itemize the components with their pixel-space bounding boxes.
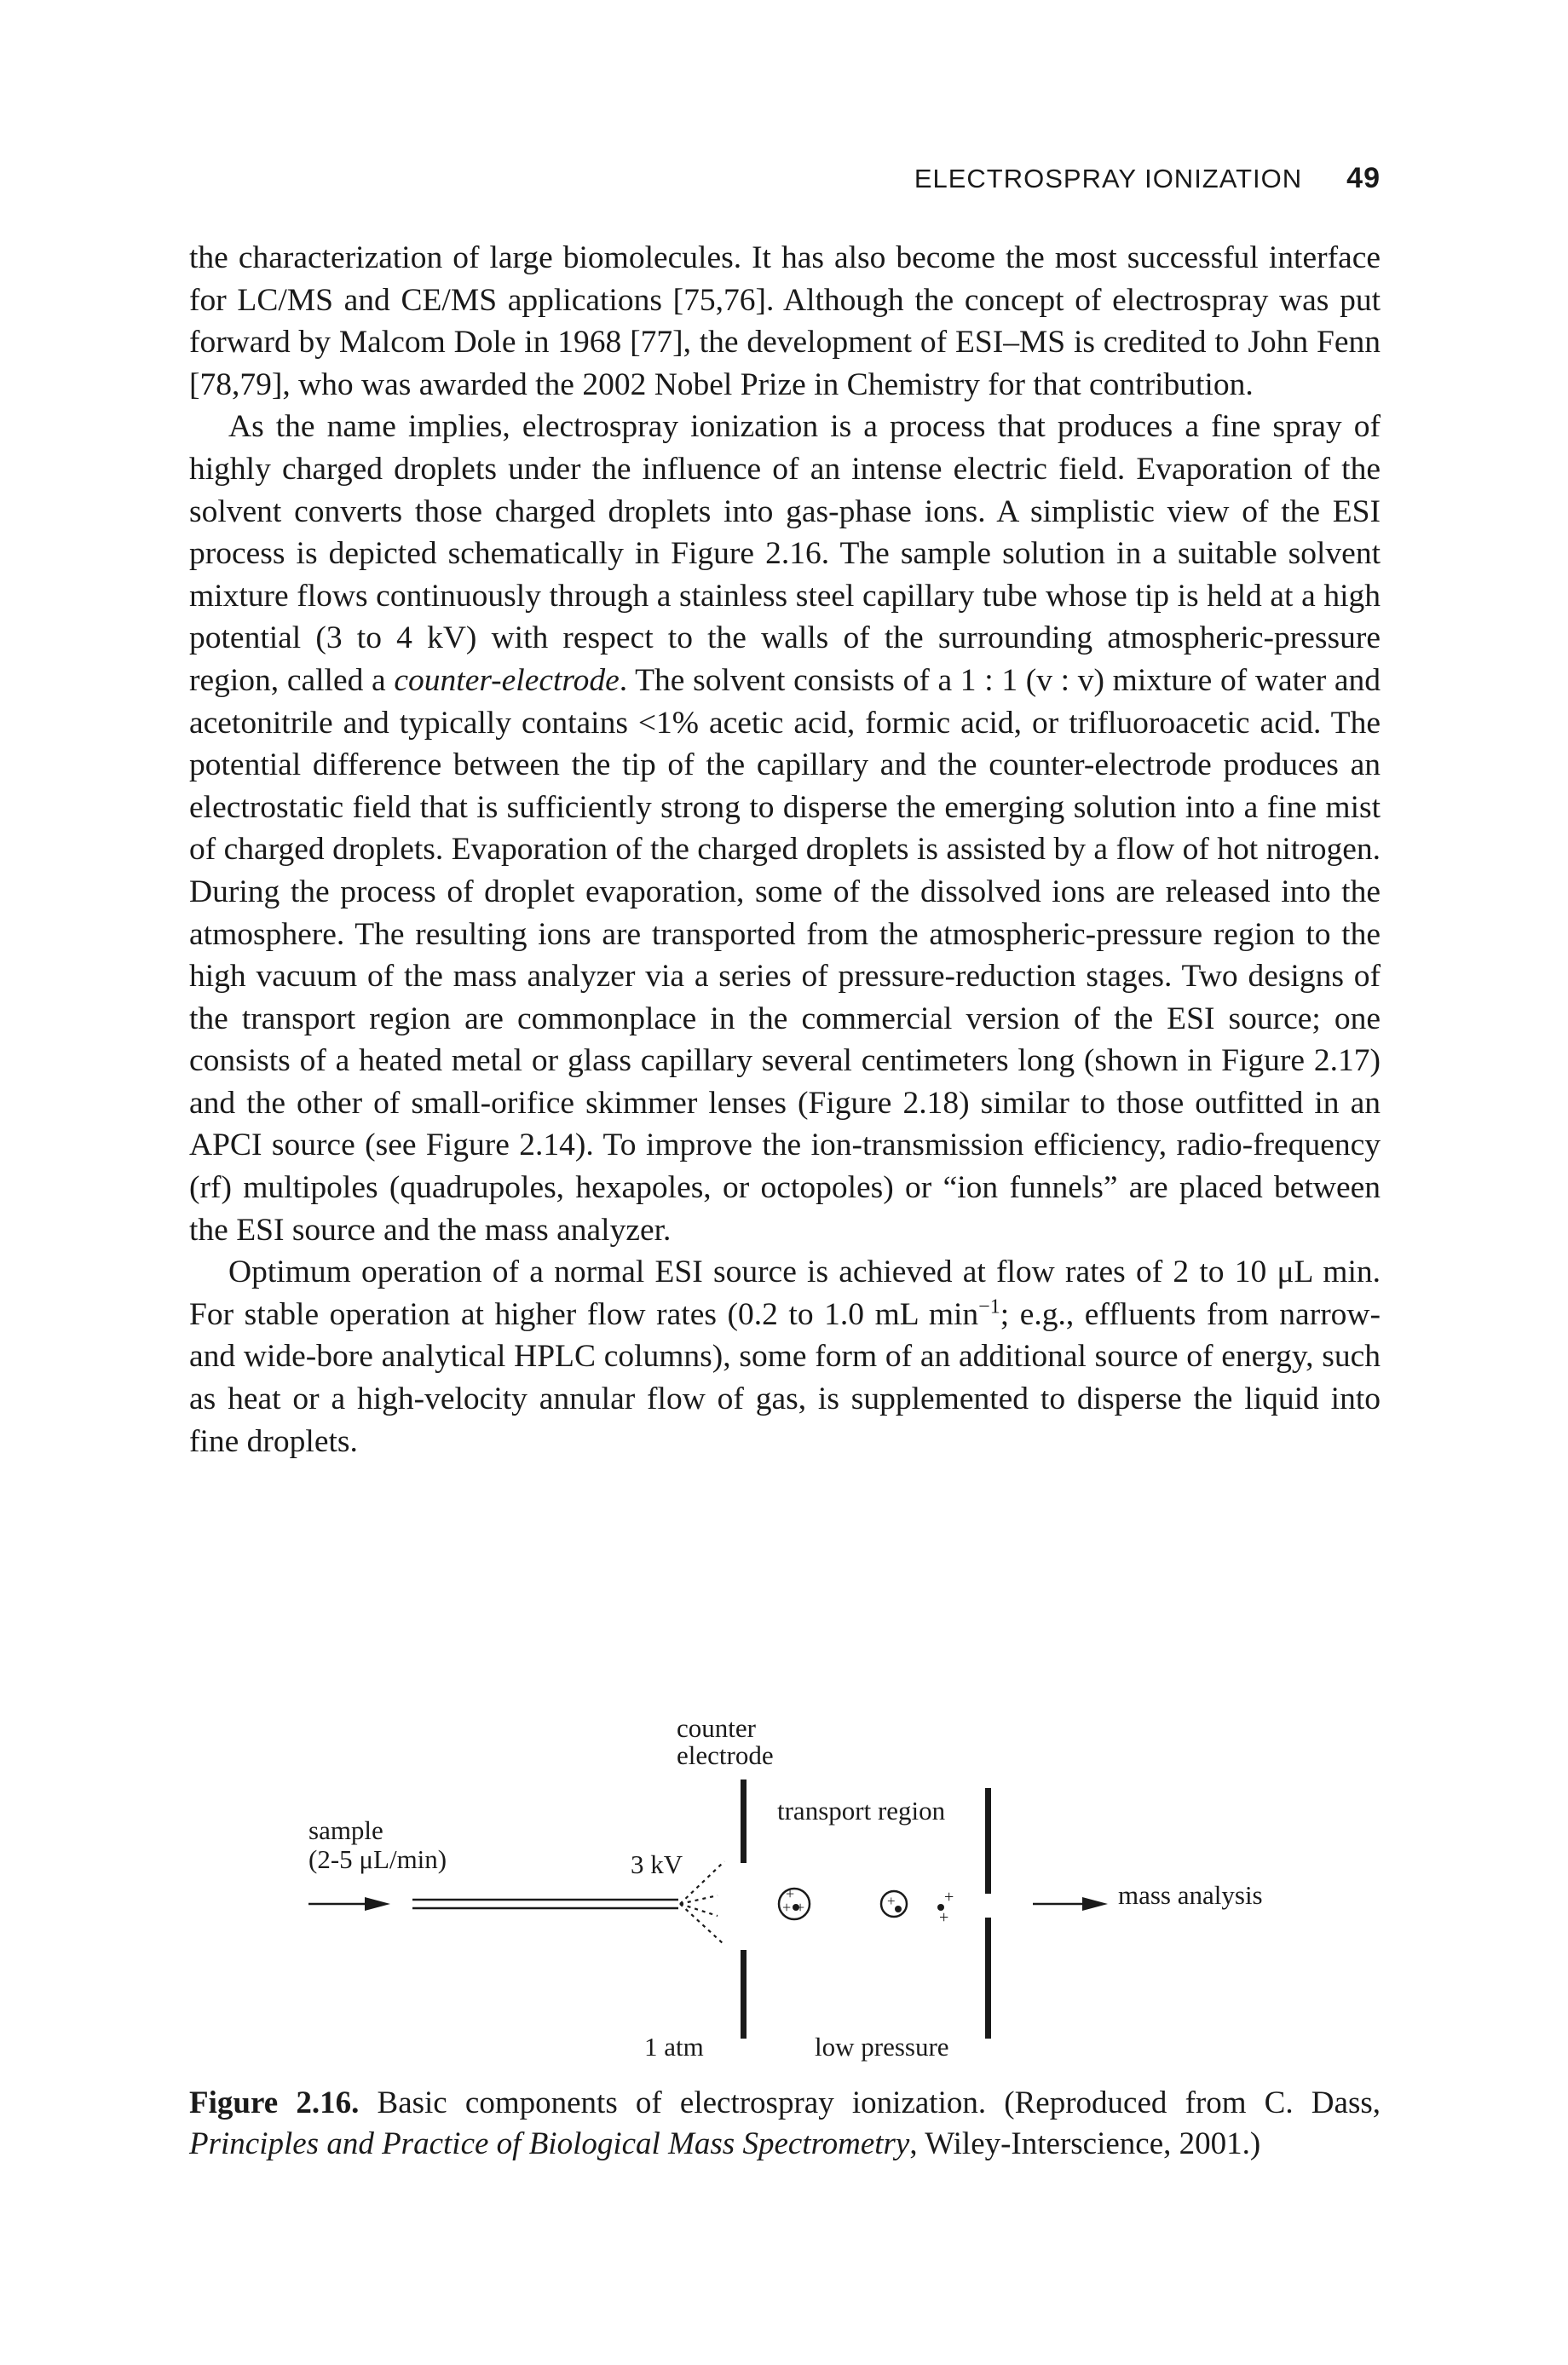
charged-droplet-medium: + [879,1889,908,1918]
skimmer-plate [985,1788,991,2039]
charged-droplet-large: + + + [777,1885,811,1921]
caption-text-b: , Wiley-Interscience, 2001.) [909,2126,1261,2161]
label-flow-rate: (2-5 μL/min) [308,1844,447,1874]
running-title: ELECTROSPRAY IONIZATION [914,164,1303,193]
running-header: ELECTROSPRAY IONIZATION 49 [189,162,1381,199]
mass-analysis-arrow [1033,1897,1108,1911]
paragraph-1: the characterization of large biomolecul… [189,240,1381,402]
label-electrode: electrode [677,1740,774,1770]
paragraph-3-text-a: Optimum operation of a normal ESI source… [189,1255,1381,1332]
paragraph-3: Optimum operation of a normal ESI source… [189,1251,1381,1462]
paragraph-2: As the name implies, electrospray ioniza… [189,406,1381,1251]
label-counter: counter [677,1713,757,1743]
ion-charge: + [887,1893,896,1909]
label-low-pressure: low pressure [815,2032,949,2062]
label-voltage: 3 kV [631,1849,683,1879]
esi-schematic-figure: counter electrode transport region sampl… [189,1705,1381,2079]
page-number: 49 [1346,162,1381,194]
paragraph-2-text-b: . The solvent consists of a 1 : 1 (v : v… [189,662,1381,1248]
figure-caption: Figure 2.16. Basic components of electro… [189,2083,1381,2165]
paragraph-3-text-b: ; e.g., effluents from narrow- and wide-… [189,1296,1381,1459]
label-mass-analysis: mass analysis [1118,1880,1263,1910]
free-ions: + + [937,1888,954,1927]
ion-charge: + [796,1899,804,1916]
paragraph-2-text-a: As the name implies, electrospray ioniza… [189,409,1381,698]
ion-charge: + [939,1908,948,1927]
exponent: −1 [978,1295,1000,1318]
label-transport-region: transport region [777,1796,946,1826]
label-atm: 1 atm [644,2032,704,2062]
caption-book-title: Principles and Practice of Biological Ma… [189,2126,910,2161]
ion-charge: + [786,1885,794,1902]
esi-schematic-diagram: counter electrode transport region sampl… [308,1713,1263,2062]
counter-electrode-plate [741,1780,747,2039]
caption-text-a: Basic components of electrospray ionizat… [359,2085,1381,2120]
ion-charge: + [782,1899,791,1916]
label-sample: sample [308,1815,383,1845]
figure-label: Figure 2.16. [189,2085,360,2120]
capillary-tube [412,1898,678,1910]
sample-inlet-arrow [308,1897,390,1911]
body-text: the characterization of large biomolecul… [189,237,1381,1462]
ion-charge: + [944,1888,954,1906]
spray-cone [679,1860,725,1946]
term-counter-electrode: counter-electrode [394,662,620,698]
